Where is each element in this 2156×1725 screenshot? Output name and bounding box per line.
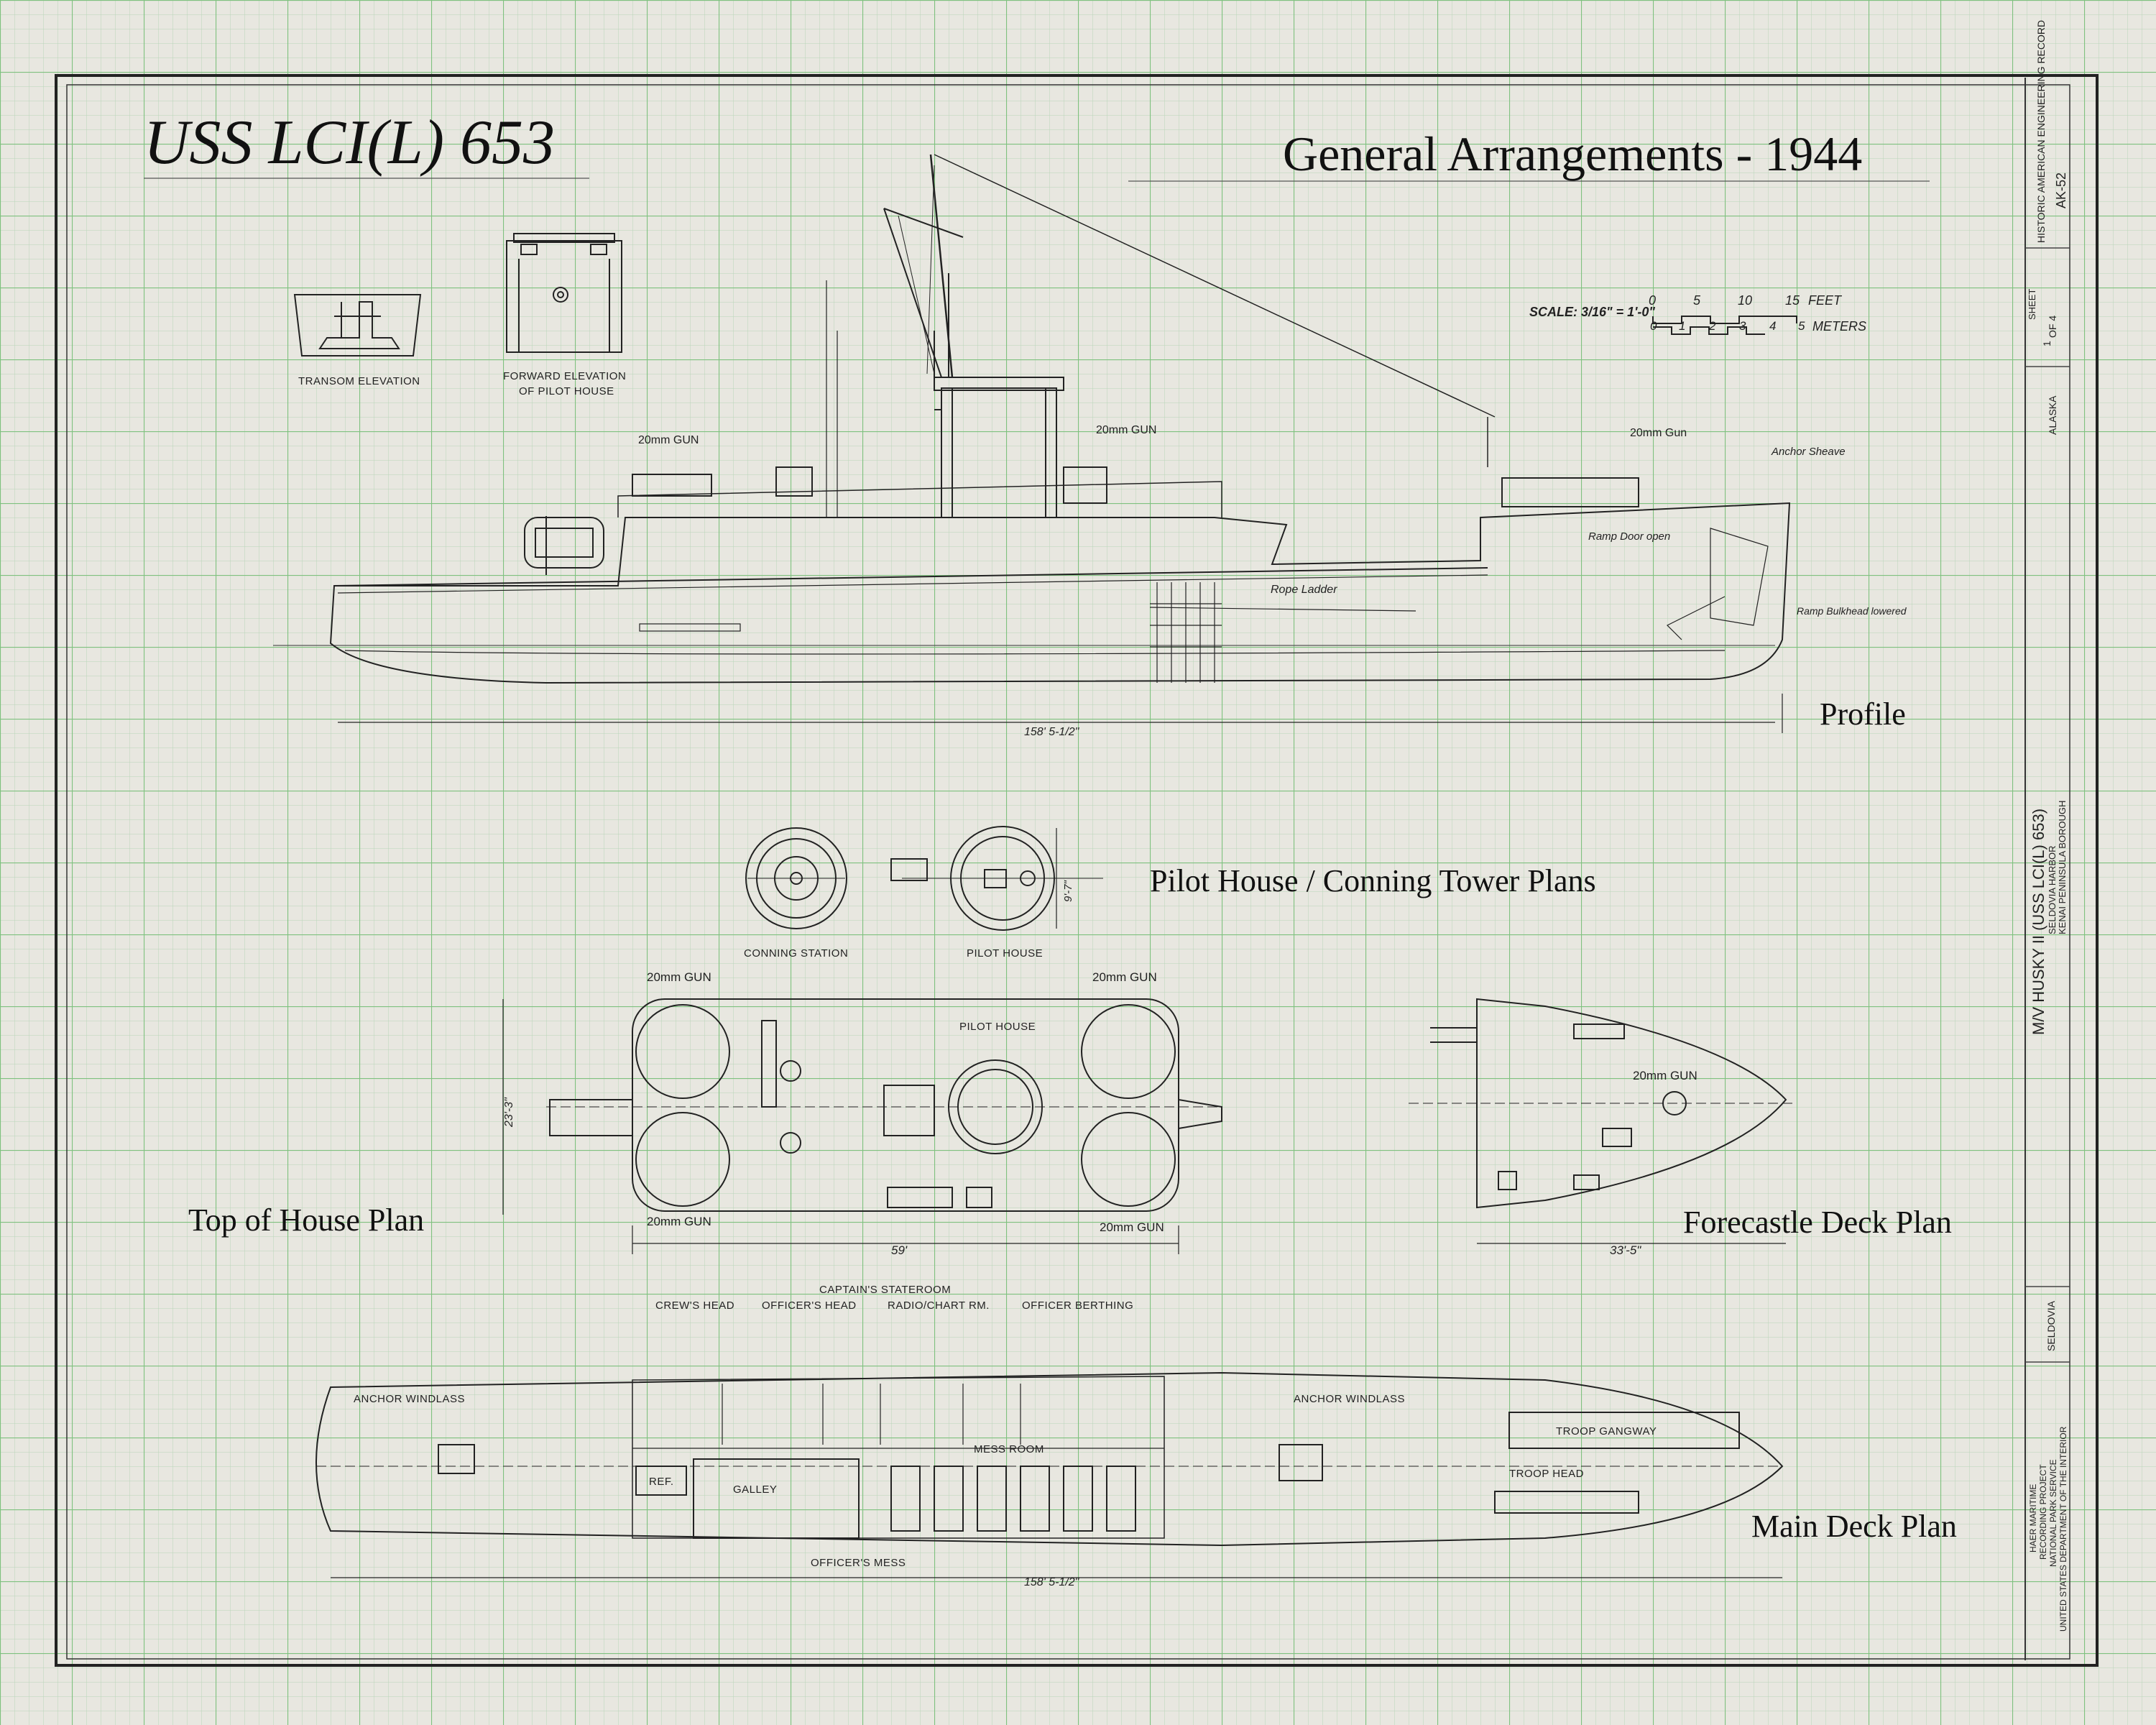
- profile-length-dim: 158' 5-1/2": [1024, 726, 1079, 738]
- profile-gun-aft-label: 20mm GUN: [638, 434, 699, 446]
- transom-elevation-drawing: [293, 294, 422, 356]
- galley-label: GALLEY: [733, 1484, 778, 1496]
- anchor-sheave-label: Anchor Sheave: [1772, 446, 1846, 458]
- top-house-width-dim: 23'-3": [503, 1098, 515, 1127]
- scale-meter-3: 3: [1739, 319, 1746, 333]
- scale-meter-unit: METERS: [1812, 319, 1867, 334]
- title-block-record-number: AK-52: [2054, 172, 2068, 208]
- title-block-sheet-label: SHEET: [2027, 288, 2037, 320]
- top-house-title: Top of House Plan: [188, 1202, 425, 1238]
- radio-chart-room-label: RADIO/CHART RM.: [888, 1300, 990, 1312]
- outer-border: [55, 74, 2099, 1667]
- captains-stateroom-label: CAPTAIN'S STATEROOM: [819, 1284, 952, 1296]
- troop-head-label: TROOP HEAD: [1509, 1468, 1584, 1480]
- main-deck-title: Main Deck Plan: [1751, 1509, 1957, 1544]
- title-block-agency-4: UNITED STATES DEPARTMENT OF THE INTERIOR: [2058, 1426, 2068, 1632]
- title-block-agency-1: HAER MARITIME: [2028, 1484, 2038, 1552]
- officers-mess-label: OFFICER'S MESS: [811, 1557, 906, 1569]
- mess-room-label: MESS ROOM: [974, 1443, 1044, 1455]
- rope-ladder-label: Rope Ladder: [1271, 584, 1337, 596]
- troop-gangway-label: TROOP GANGWAY: [1556, 1425, 1657, 1438]
- pilot-house-dim: 9'-7": [1062, 880, 1074, 902]
- scale-meter-4: 4: [1769, 319, 1777, 333]
- top-house-pilot-house-label: PILOT HOUSE: [959, 1021, 1036, 1033]
- transom-elevation-label: TRANSOM ELEVATION: [298, 375, 420, 387]
- ship-profile-drawing: [273, 154, 1791, 733]
- sheet-subtitle: General Arrangements - 1944: [1283, 126, 1863, 181]
- title-block-sheet-of: OF 4: [2047, 315, 2058, 338]
- crews-head-label: CREW'S HEAD: [655, 1300, 735, 1312]
- ref-label: REF.: [649, 1476, 674, 1488]
- pilot-house-plan: [890, 826, 1103, 931]
- title-block-location-2: KENAI PENINSULA BOROUGH: [2057, 800, 2068, 934]
- ramp-bulkhead-label: Ramp Bulkhead lowered: [1797, 605, 1907, 617]
- scale-feet-0: 0: [1649, 293, 1657, 308]
- top-house-gun-tl: 20mm GUN: [647, 970, 711, 984]
- top-house-gun-tr: 20mm GUN: [1092, 970, 1157, 984]
- anchor-windlass-fwd-label: ANCHOR WINDLASS: [1294, 1393, 1406, 1405]
- title-block-record: HISTORIC AMERICAN ENGINEERING RECORD: [2035, 19, 2047, 243]
- pilot-house-elevation-drawing: [506, 233, 622, 353]
- forecastle-title: Forecastle Deck Plan: [1683, 1205, 1952, 1240]
- forecastle-length-dim: 33'-5": [1610, 1243, 1641, 1257]
- ramp-door-label: Ramp Door open: [1588, 530, 1671, 543]
- scale-label: SCALE: 3/16" = 1'-0": [1529, 305, 1655, 319]
- conning-station-label: CONNING STATION: [744, 947, 849, 960]
- top-house-gun-bl: 20mm GUN: [647, 1215, 711, 1228]
- inner-border: [66, 84, 2070, 1660]
- scale-bar: [1652, 316, 1797, 335]
- pilot-plans-title: Pilot House / Conning Tower Plans: [1150, 863, 1596, 898]
- title-block-agency-3: NATIONAL PARK SERVICE: [2048, 1459, 2058, 1567]
- sheet-title: USS LCI(L) 653: [144, 108, 556, 178]
- scale-meter-1: 1: [1679, 319, 1686, 333]
- officers-head-label: OFFICER'S HEAD: [762, 1300, 857, 1312]
- scale-feet-10: 10: [1738, 293, 1753, 308]
- pilot-house-elevation-label-2: OF PILOT HOUSE: [519, 385, 614, 397]
- title-block-sheet-number: 1: [2041, 341, 2053, 346]
- scale-feet-15: 15: [1785, 293, 1800, 308]
- scale-feet-unit: FEET: [1808, 293, 1842, 308]
- conning-station-plan: [745, 827, 847, 929]
- scale-meter-5: 5: [1798, 319, 1805, 333]
- top-house-length-dim: 59': [891, 1243, 908, 1257]
- anchor-windlass-aft-label: ANCHOR WINDLASS: [354, 1393, 466, 1405]
- pilot-house-plan-label: PILOT HOUSE: [967, 947, 1044, 960]
- forecastle-gun-label: 20mm GUN: [1633, 1069, 1697, 1082]
- title-block-location-1: SELDOVIA HARBOR: [2047, 845, 2058, 934]
- title-block-state: ALASKA: [2047, 395, 2058, 435]
- main-deck-plan: [315, 1371, 1784, 1578]
- profile-gun-fwd-label: 20mm Gun: [1630, 427, 1687, 439]
- profile-title: Profile: [1820, 696, 1906, 732]
- forecastle-deck-plan: [1409, 998, 1797, 1244]
- title-block-agency-2: RECORDING PROJECT: [2038, 1464, 2048, 1560]
- title-block-vessel: M/V HUSKY II (USS LCI(L) 653): [2030, 808, 2047, 1035]
- pilot-house-elevation-label-1: FORWARD ELEVATION: [503, 370, 627, 382]
- title-block-town: SELDOVIA: [2045, 1300, 2057, 1351]
- scale-meter-2: 2: [1709, 319, 1716, 333]
- officer-berthing-label: OFFICER BERTHING: [1022, 1300, 1134, 1312]
- scale-meter-0: 0: [1650, 319, 1657, 333]
- profile-gun-mid-label: 20mm GUN: [1096, 424, 1157, 436]
- scale-feet-5: 5: [1693, 293, 1701, 308]
- top-house-gun-br: 20mm GUN: [1100, 1220, 1164, 1234]
- main-deck-length-dim: 158' 5-1/2": [1024, 1576, 1079, 1588]
- top-of-house-plan: [502, 998, 1222, 1254]
